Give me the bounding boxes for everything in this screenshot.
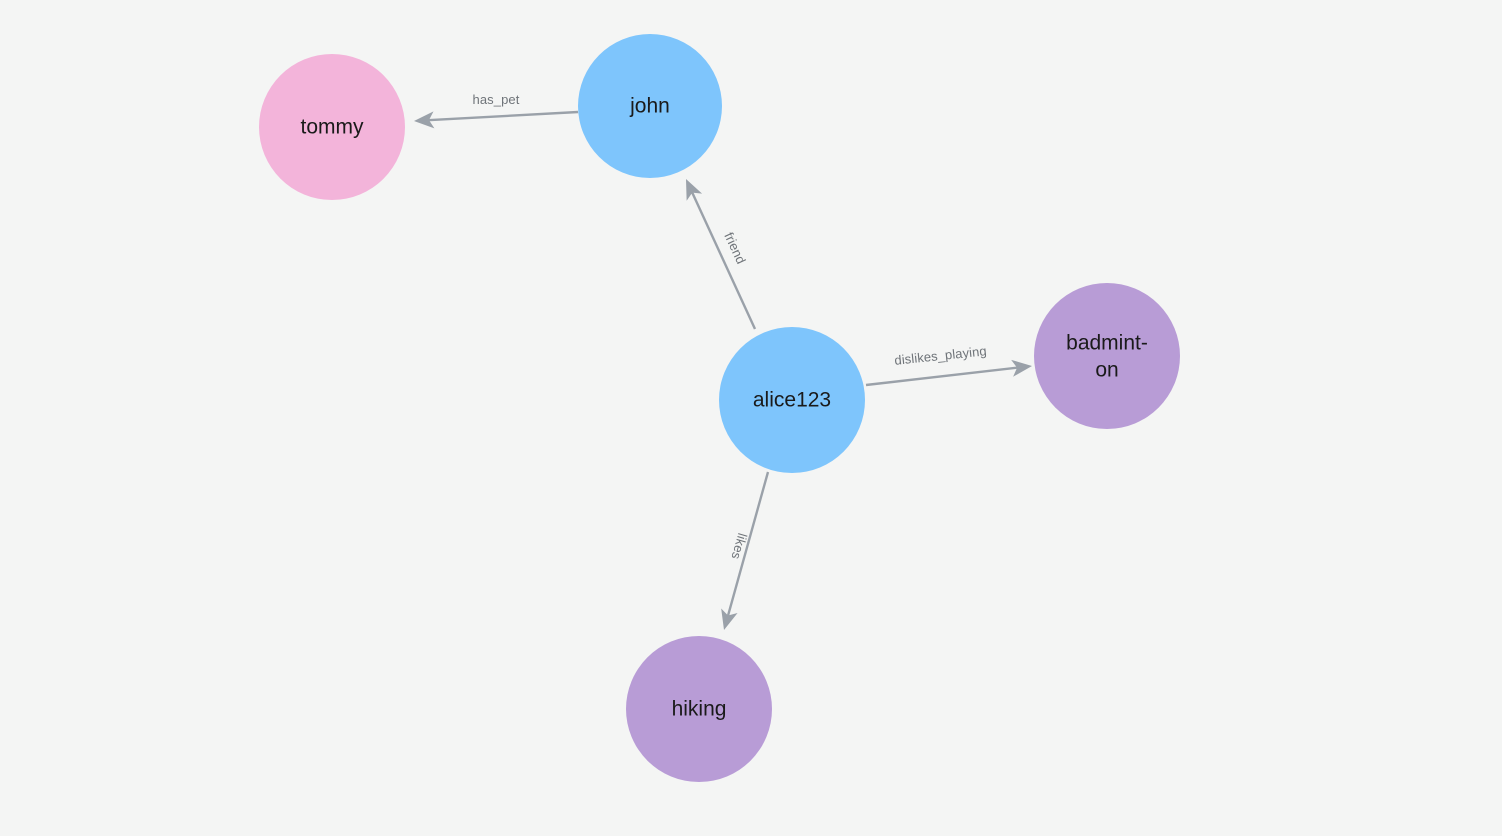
edge-line <box>427 110 579 122</box>
node-label-line-2: on <box>1095 359 1118 382</box>
edge-arrowhead-icon <box>721 608 738 630</box>
node-circle[interactable] <box>259 54 405 200</box>
graph-node-alice123[interactable]: alice123 <box>719 327 865 473</box>
graph-edge[interactable]: dislikes_playing <box>865 343 1032 387</box>
node-label: john <box>629 95 670 118</box>
node-label: hiking <box>672 698 727 721</box>
edge-line <box>726 471 770 617</box>
edge-label: likes <box>728 531 750 561</box>
node-circle[interactable] <box>578 34 722 178</box>
node-circle[interactable] <box>1034 283 1180 429</box>
edge-label: dislikes_playing <box>894 343 988 368</box>
edge-arrowhead-icon <box>1011 359 1032 377</box>
graph-node-tommy[interactable]: tommy <box>259 54 405 200</box>
graph-node-hiking[interactable]: hiking <box>626 636 772 782</box>
edge-line <box>690 191 757 330</box>
edge-label: has_pet <box>473 92 520 107</box>
graph-node-badminton[interactable]: badmint-on <box>1034 283 1180 429</box>
node-label: tommy <box>301 116 365 139</box>
graph-edge[interactable]: likes <box>721 471 770 630</box>
edge-line <box>865 366 1019 387</box>
graph-edge[interactable]: has_pet <box>414 92 579 129</box>
edge-arrowhead-icon <box>414 111 435 129</box>
edge-arrowhead-icon <box>686 179 703 201</box>
node-label-line-1: badmint- <box>1066 332 1148 355</box>
graph-edge[interactable]: friend <box>686 179 757 330</box>
node-circle[interactable] <box>626 636 772 782</box>
node-circle[interactable] <box>719 327 865 473</box>
nodes-layer: tommy john alice123 badmint-on hiking <box>259 34 1180 782</box>
edge-label: friend <box>721 230 749 266</box>
node-label: alice123 <box>753 389 831 412</box>
graph-node-john[interactable]: john <box>578 34 722 178</box>
